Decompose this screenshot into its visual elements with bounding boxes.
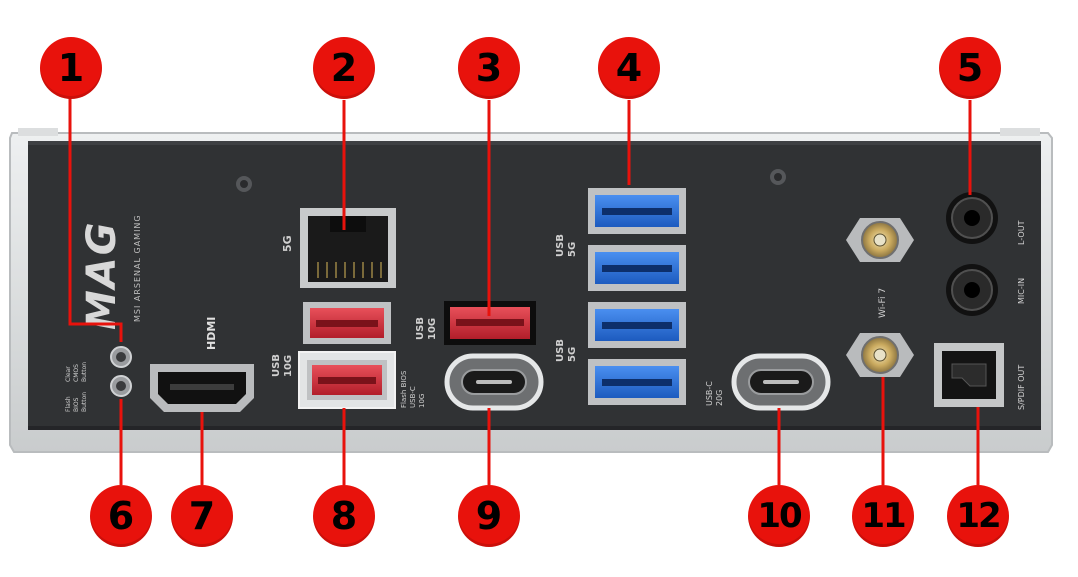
brand-tagline: MSI ARSENAL GAMING — [133, 214, 142, 322]
svg-text:5G: 5G — [281, 235, 294, 252]
lan-label: 5G — [281, 235, 294, 252]
usb5g-upper-label: USB 5G — [555, 234, 578, 257]
svg-text:USB-C: USB-C — [705, 381, 714, 406]
callout-badge: 8 — [313, 485, 375, 547]
callout-badge: 6 — [90, 485, 152, 547]
mag-logo: MAG — [79, 220, 125, 330]
svg-text:S/PDIF OUT: S/PDIF OUT — [1017, 365, 1026, 410]
svg-text:HDMI: HDMI — [205, 317, 218, 350]
usb5g-port[interactable] — [588, 245, 686, 291]
flash-bios-label: Flash BIOS Button — [65, 392, 88, 412]
svg-text:USB: USB — [271, 354, 282, 377]
svg-text:BIOS: BIOS — [73, 397, 80, 412]
wifi-label: Wi-Fi 7 — [878, 288, 888, 318]
svg-text:5G: 5G — [567, 242, 578, 257]
line-out-jack[interactable] — [946, 192, 998, 244]
wifi-antenna-connector[interactable] — [846, 218, 914, 262]
usb10g-left-label: USB 10G — [271, 354, 294, 377]
usb5g-port[interactable] — [588, 188, 686, 234]
svg-text:USB: USB — [555, 339, 566, 362]
svg-text:CMOS: CMOS — [73, 364, 80, 382]
svg-text:10G: 10G — [427, 318, 438, 340]
usbc-port[interactable] — [444, 353, 544, 411]
svg-text:Wi-Fi 7: Wi-Fi 7 — [878, 288, 888, 318]
callout-badge: 11 — [852, 485, 914, 547]
flash-bios-button[interactable] — [110, 375, 132, 397]
mic-in-label: MIC-IN — [1017, 278, 1026, 304]
usb10g-port[interactable] — [303, 302, 391, 344]
svg-text:20G: 20G — [715, 390, 724, 406]
panel-screw — [770, 169, 786, 185]
wifi-antenna-connector[interactable] — [846, 333, 914, 377]
callout-badge: 10 — [748, 485, 810, 547]
svg-text:Flash BIOS: Flash BIOS — [400, 370, 408, 408]
callout-badge: 12 — [947, 485, 1009, 547]
clear-cmos-button[interactable] — [110, 346, 132, 368]
svg-text:10G: 10G — [418, 394, 426, 408]
svg-text:5G: 5G — [567, 347, 578, 362]
flash-bios-usb-port[interactable] — [298, 351, 396, 409]
hdmi-label: HDMI — [205, 317, 218, 350]
usbc20g-port[interactable] — [731, 353, 831, 411]
spdif-label: S/PDIF OUT — [1017, 365, 1026, 410]
svg-text:L-OUT: L-OUT — [1017, 220, 1026, 245]
callout-badge: 3 — [458, 37, 520, 99]
callout-leader-lines — [68, 82, 980, 485]
svg-text:USB-C: USB-C — [409, 386, 417, 408]
svg-text:MSI ARSENAL GAMING: MSI ARSENAL GAMING — [133, 214, 142, 322]
hdmi-port[interactable] — [150, 364, 254, 412]
usb5g-port[interactable] — [588, 302, 686, 348]
lan-port[interactable] — [300, 208, 396, 288]
spdif-out-port[interactable] — [934, 343, 1004, 407]
svg-text:Button: Button — [81, 392, 88, 412]
usb5g-lower-label: USB 5G — [555, 339, 578, 362]
svg-text:MIC-IN: MIC-IN — [1017, 278, 1026, 304]
callout-badge: 9 — [458, 485, 520, 547]
clear-cmos-label: Clear CMOS Button — [65, 362, 88, 382]
panel-screw — [236, 176, 252, 192]
callout-badge: 7 — [171, 485, 233, 547]
svg-text:Flash: Flash — [65, 396, 72, 412]
svg-text:MAG: MAG — [79, 220, 125, 330]
svg-text:USB: USB — [415, 317, 426, 340]
callout-badge: 1 — [40, 37, 102, 99]
svg-text:Clear: Clear — [65, 366, 72, 382]
flash-bios-usb-label: Flash BIOS USB-C 10G — [400, 370, 426, 408]
callout-badge: 2 — [313, 37, 375, 99]
mic-in-jack[interactable] — [946, 264, 998, 316]
usbc20g-label: USB-C 20G — [705, 381, 724, 406]
svg-text:Button: Button — [81, 362, 88, 382]
svg-text:USB: USB — [555, 234, 566, 257]
usb5g-port[interactable] — [588, 359, 686, 405]
callout-badge: 4 — [598, 37, 660, 99]
usb10g-mid-label: USB 10G — [415, 317, 438, 340]
callout-badge: 5 — [939, 37, 1001, 99]
svg-text:10G: 10G — [283, 355, 294, 377]
line-out-label: L-OUT — [1017, 220, 1026, 245]
